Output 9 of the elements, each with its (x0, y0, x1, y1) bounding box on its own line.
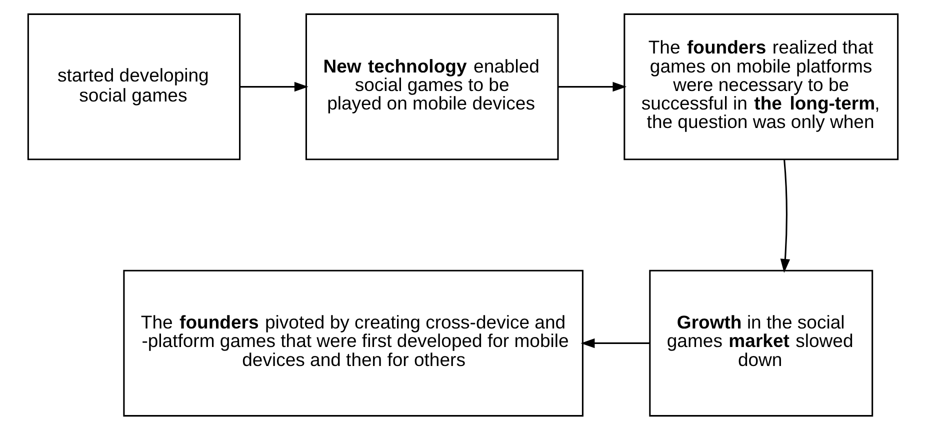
arrow (240, 82, 308, 92)
node-box: The founders realized that games on mobile platforms were necessary to be successful in the long-term, the question was only when (624, 13, 899, 160)
arrow (780, 160, 790, 273)
arrow (558, 82, 627, 92)
node-box: started developing social games (27, 13, 241, 160)
arrow (580, 338, 650, 348)
node-box: Growth in the social games market slowed down (649, 270, 874, 417)
node-box: The founders pivoted by creating cross-device and -platform games that were first developed for mobile devices and then for others (123, 270, 584, 417)
node-box: New technology enabled social games to be played on mobile devices (305, 13, 559, 160)
